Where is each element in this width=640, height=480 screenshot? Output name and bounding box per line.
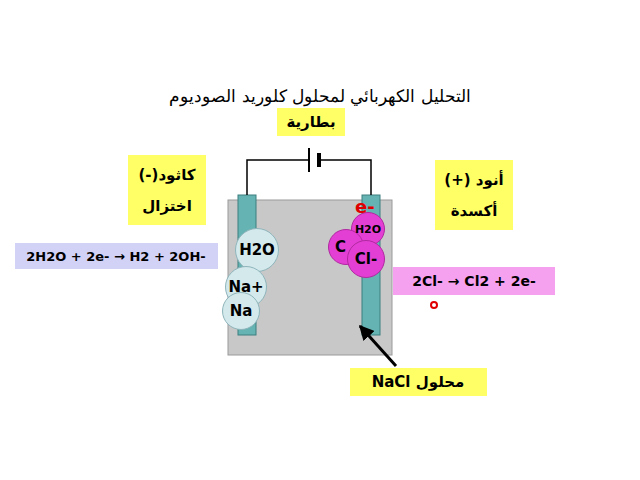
equation-box: 2Cl- → Cl2 + 2e-: [393, 267, 555, 295]
anode-box: أنود (+) أكسدة: [435, 160, 513, 230]
node-text: C: [335, 238, 346, 256]
node-text: Cl-: [355, 250, 377, 268]
leader-arrow: [360, 326, 396, 366]
node-text: محلول NaCl: [372, 373, 465, 391]
sodium-ion: Na: [222, 292, 260, 330]
node-text: اختزال: [142, 197, 192, 215]
node-text: كاثود(-): [138, 166, 195, 184]
electron-label: e-: [355, 196, 375, 217]
node-text: Na+: [228, 278, 263, 296]
chloride-ion: Cl-: [347, 240, 385, 278]
node-text: بطارية: [286, 113, 335, 131]
node-text: Na: [230, 302, 253, 320]
node-text: 2H2O + 2e- → H2 + 2OH-: [26, 249, 205, 264]
node-text: أكسدة: [451, 202, 498, 220]
node-text: 2Cl- → Cl2 + 2e-: [412, 273, 535, 289]
node-text: H2O: [355, 223, 381, 236]
battery-label-box: بطارية: [277, 108, 345, 136]
battery-symbol: [308, 148, 310, 172]
equation-box: 2H2O + 2e- → H2 + 2OH-: [15, 243, 218, 269]
title: التحليل الكهربائي لمحلول كلوريد الصوديوم: [0, 86, 640, 106]
node-text: أنود (+): [444, 171, 503, 189]
wire: [247, 160, 309, 195]
mark: [431, 302, 437, 308]
solution-label-box: محلول NaCl: [350, 368, 487, 396]
node-text: H2O: [239, 241, 275, 259]
wire: [320, 160, 371, 195]
cathode-box: كاثود(-) اختزال: [128, 155, 206, 225]
battery-symbol: [317, 153, 321, 167]
